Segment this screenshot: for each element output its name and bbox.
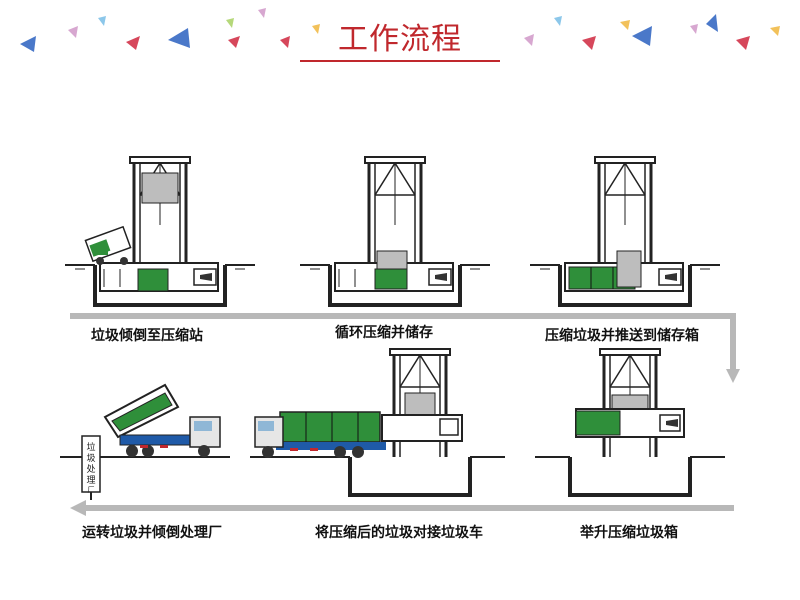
processing-plant-sign: 垃 圾 处 理 厂 <box>81 435 101 500</box>
step-6-label: 举升压缩垃圾箱 <box>580 525 678 541</box>
step-3-illustration <box>528 155 722 307</box>
step-5-illustration <box>250 347 505 497</box>
step-2-label: 循环压缩并储存 <box>335 325 433 341</box>
step-3-label: 压缩垃圾并推送到储存箱 <box>545 328 699 344</box>
sign-char-3: 处 <box>86 463 95 475</box>
step-6-illustration <box>535 347 725 497</box>
flow-arrow-bottom <box>70 500 734 516</box>
step-4-illustration <box>60 383 230 458</box>
page-title: 工作流程 <box>338 22 462 57</box>
sign-char-5: 厂 <box>88 486 95 494</box>
flow-arrow-top <box>70 313 740 383</box>
title-underline <box>300 60 500 62</box>
confetti-triangles-icon <box>20 8 780 52</box>
step-4-label: 运转垃圾并倾倒处理厂 <box>82 525 222 541</box>
step-5-label: 将压缩后的垃圾对接垃圾车 <box>315 525 483 541</box>
sign-char-4: 理 <box>86 475 95 486</box>
step-1-label: 垃圾倾倒至压缩站 <box>91 328 203 344</box>
sign-char-2: 圾 <box>86 452 95 464</box>
step-2-illustration <box>298 155 492 307</box>
step-1-illustration <box>63 155 257 307</box>
sign-char-1: 垃 <box>86 441 95 453</box>
